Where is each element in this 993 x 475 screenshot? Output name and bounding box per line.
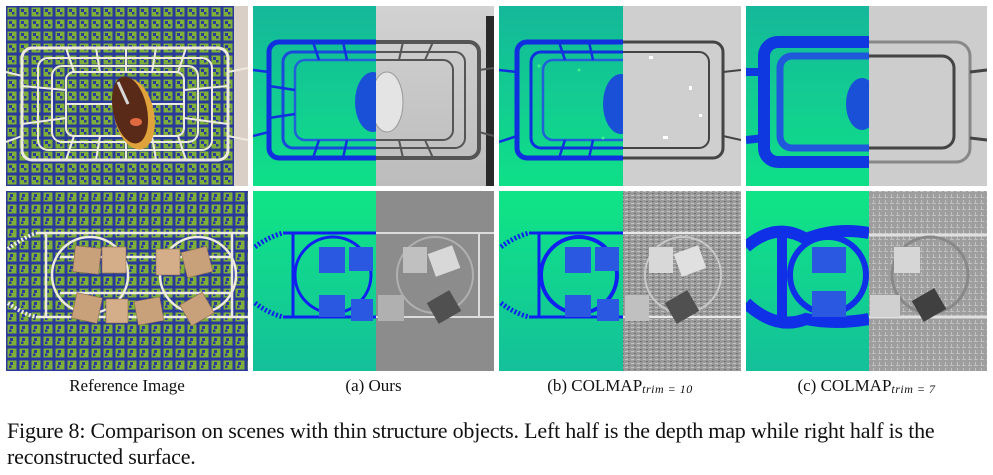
reference-image-tray bbox=[6, 191, 248, 371]
ours-tray-result bbox=[253, 191, 494, 371]
label-colmap-trim-10: (b) COLMAPtrim = 10 bbox=[499, 374, 741, 398]
ours-basket-result bbox=[253, 6, 494, 186]
label-reference-image: Reference Image bbox=[6, 374, 248, 398]
label-main: (c) COLMAP bbox=[797, 376, 892, 395]
label-subscript: trim = 7 bbox=[891, 382, 936, 396]
colmap10-tray-result bbox=[499, 191, 741, 371]
label-main: (a) Ours bbox=[345, 376, 402, 395]
reference-image-basket bbox=[6, 6, 248, 186]
figure-caption: Figure 8: Comparison on scenes with thin… bbox=[7, 418, 935, 469]
label-ours: (a) Ours bbox=[253, 374, 494, 398]
label-subscript: trim = 10 bbox=[642, 382, 693, 396]
colmap7-tray-result bbox=[746, 191, 987, 371]
label-colmap-trim-7: (c) COLMAPtrim = 7 bbox=[746, 374, 987, 398]
label-main: Reference Image bbox=[69, 376, 185, 395]
label-main: (b) COLMAP bbox=[547, 376, 643, 395]
colmap10-basket-result bbox=[499, 6, 741, 186]
colmap7-basket-result bbox=[746, 6, 987, 186]
